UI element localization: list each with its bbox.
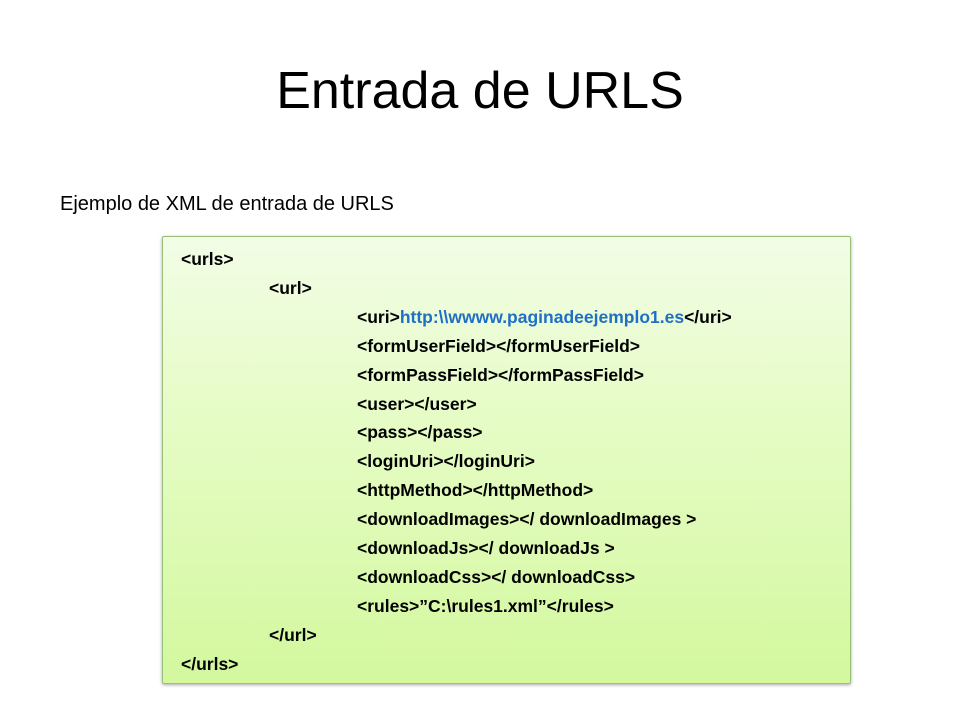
uri-close-tag: </uri> — [684, 306, 732, 327]
xml-line-urls-close: </urls> — [181, 653, 239, 674]
xml-example-box: <urls> <url> <uri>http:\\wwww.paginadeej… — [162, 236, 851, 684]
xml-line-pass: <pass></pass> — [357, 422, 483, 443]
xml-line-form-pass-field: <formPassField></formPassField> — [357, 364, 644, 385]
xml-line-urls-open: <urls> — [181, 249, 234, 269]
xml-line-rules: <rules>”C:\rules1.xml”</rules> — [357, 595, 614, 616]
xml-code-lines: <urls> <url> <uri>http:\\wwww.paginadeej… — [181, 245, 732, 679]
xml-line-download-css: <downloadCss></ downloadCss> — [357, 566, 636, 587]
uri-open-tag: <uri> — [357, 306, 400, 327]
xml-line-download-js: <downloadJs></ downloadJs > — [357, 538, 615, 559]
xml-line-http-method: <httpMethod></httpMethod> — [357, 480, 594, 501]
xml-line-user: <user></user> — [357, 393, 477, 414]
xml-line-form-user-field: <formUserField></formUserField> — [357, 335, 641, 356]
xml-line-url-close: </url> — [269, 624, 317, 645]
xml-line-download-images: <downloadImages></ downloadImages > — [357, 509, 697, 530]
xml-line-login-uri: <loginUri></loginUri> — [357, 451, 535, 472]
slide-title: Entrada de URLS — [276, 62, 684, 120]
uri-value-link[interactable]: http:\\wwww.paginadeejemplo1.es — [399, 306, 685, 327]
xml-line-uri: <uri>http:\\wwww.paginadeejemplo1.es</ur… — [181, 303, 732, 332]
xml-line-url-open: <url> — [269, 277, 312, 298]
slide-subtitle: Ejemplo de XML de entrada de URLS — [60, 193, 394, 215]
